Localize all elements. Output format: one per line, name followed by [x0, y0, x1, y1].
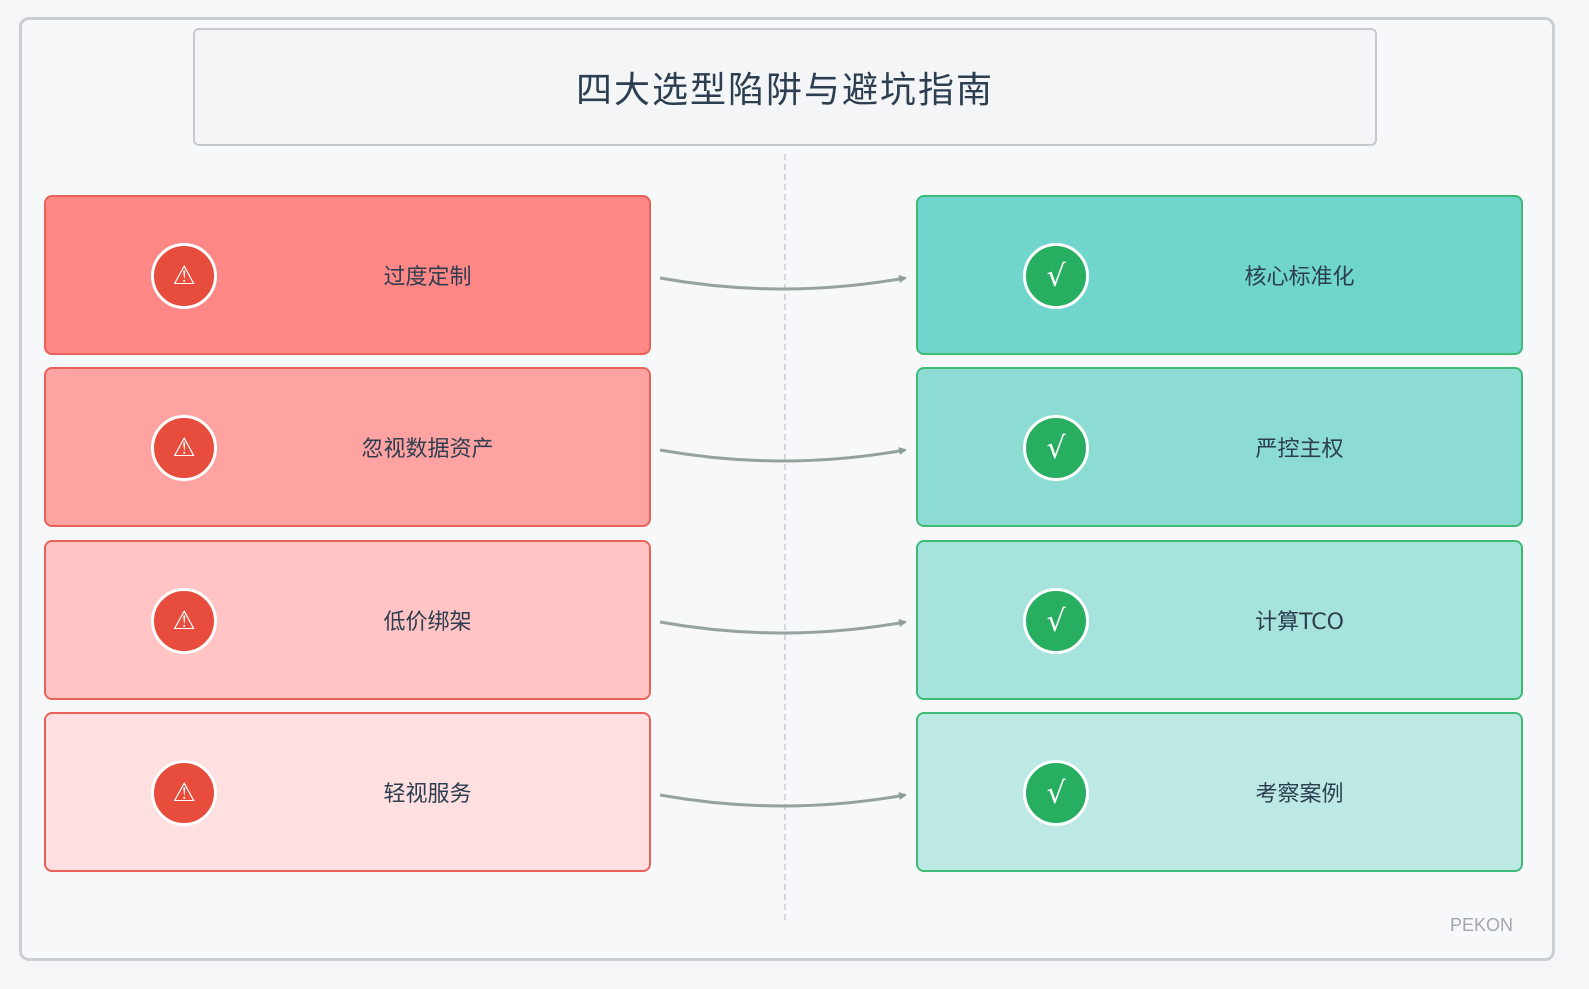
check-icon: √: [1023, 415, 1089, 481]
trap-label: 低价绑架: [383, 610, 472, 635]
tip-label: 计算TCO: [1255, 610, 1344, 635]
trap-card-4: ⚠ 轻视服务: [44, 712, 651, 872]
warning-triangle-icon: ⚠: [151, 588, 217, 654]
trap-card-1: ⚠ 过度定制: [44, 195, 651, 355]
page-title: 四大选型陷阱与避坑指南: [575, 70, 994, 111]
connector-arrow-4: [659, 792, 907, 808]
trap-label: 过度定制: [383, 265, 472, 290]
tip-card-1: √ 核心标准化: [916, 195, 1523, 355]
tip-card-3: √ 计算TCO: [916, 540, 1523, 700]
check-icon: √: [1023, 243, 1089, 309]
tip-card-2: √ 严控主权: [916, 367, 1523, 527]
tip-card-4: √ 考察案例: [916, 712, 1523, 872]
tip-label: 核心标准化: [1244, 265, 1355, 290]
tip-label: 考察案例: [1255, 782, 1344, 807]
connector-arrow-2: [659, 447, 907, 463]
warning-triangle-icon: ⚠: [151, 243, 217, 309]
check-icon: √: [1023, 588, 1089, 654]
trap-card-3: ⚠ 低价绑架: [44, 540, 651, 700]
tip-label: 严控主权: [1255, 437, 1344, 462]
watermark: PEKON: [1450, 915, 1514, 935]
warning-triangle-icon: ⚠: [151, 760, 217, 826]
center-divider: [784, 154, 786, 920]
trap-label: 忽视数据资产: [361, 437, 494, 462]
trap-card-2: ⚠ 忽视数据资产: [44, 367, 651, 527]
title-box: 四大选型陷阱与避坑指南: [193, 28, 1377, 146]
connector-arrow-1: [659, 275, 907, 291]
check-icon: √: [1023, 760, 1089, 826]
warning-triangle-icon: ⚠: [151, 415, 217, 481]
trap-label: 轻视服务: [383, 782, 472, 807]
connector-arrow-3: [659, 619, 907, 635]
